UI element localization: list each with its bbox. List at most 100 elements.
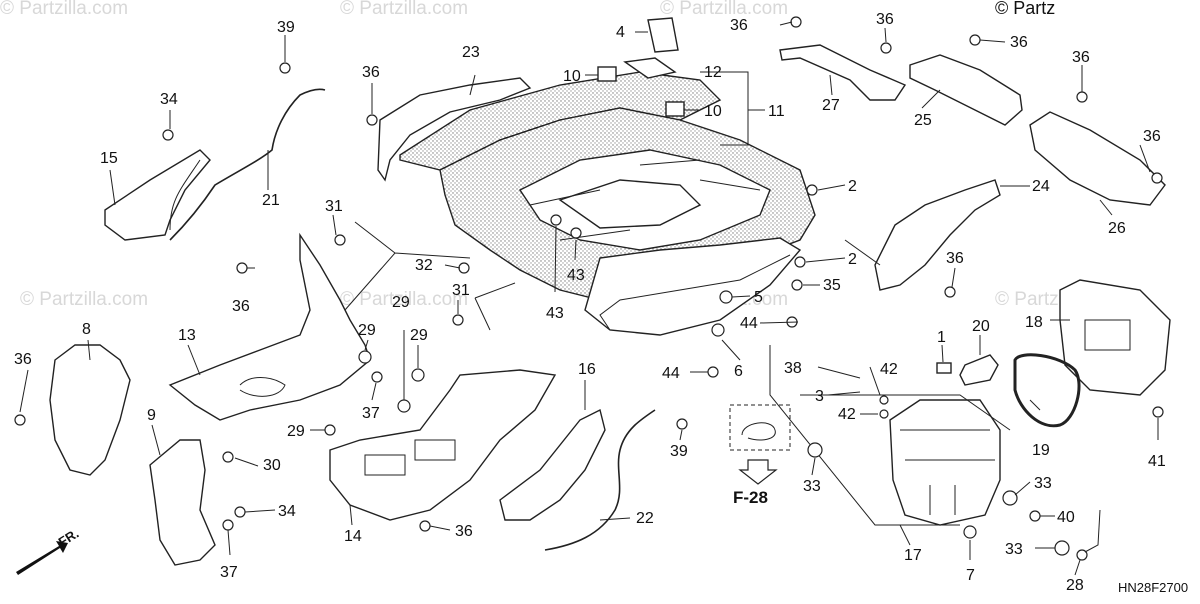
callout-36: 36 bbox=[455, 523, 473, 540]
part-19-illustration bbox=[1013, 353, 1081, 428]
leader-lines bbox=[19, 21, 1159, 576]
callout-36: 36 bbox=[232, 298, 250, 315]
callout-39: 39 bbox=[670, 443, 688, 460]
down-arrow-icon bbox=[738, 459, 778, 485]
callout-34: 34 bbox=[278, 503, 296, 520]
wire-21-illustration bbox=[169, 88, 326, 241]
callout-26: 26 bbox=[1108, 220, 1126, 237]
callout-36: 36 bbox=[1143, 128, 1161, 145]
callout-2: 2 bbox=[848, 251, 857, 268]
callout-10: 10 bbox=[704, 103, 722, 120]
part-18-illustration bbox=[1059, 279, 1171, 396]
part-4-illustration bbox=[647, 17, 679, 53]
callout-31: 31 bbox=[452, 282, 470, 299]
callout-28: 28 bbox=[1066, 577, 1084, 594]
part-13-illustration bbox=[168, 232, 371, 421]
callout-31: 31 bbox=[325, 198, 343, 215]
callout-41: 41 bbox=[1148, 453, 1166, 470]
part-16-illustration bbox=[499, 408, 606, 521]
callout-16: 16 bbox=[578, 361, 596, 378]
callout-40: 40 bbox=[1057, 509, 1075, 526]
callout-29: 29 bbox=[410, 327, 428, 344]
callout-36: 36 bbox=[1072, 49, 1090, 66]
callout-17: 17 bbox=[904, 547, 922, 564]
callout-32: 32 bbox=[415, 257, 433, 274]
callout-33: 33 bbox=[1005, 541, 1023, 558]
callout-36: 36 bbox=[946, 250, 964, 267]
watermark: © Partzilla.com bbox=[20, 289, 148, 310]
callout-36: 36 bbox=[1010, 34, 1028, 51]
callout-36: 36 bbox=[362, 64, 380, 81]
callout-27: 27 bbox=[822, 97, 840, 114]
callout-33: 33 bbox=[803, 478, 821, 495]
group-outline-17 bbox=[769, 345, 960, 526]
part-9-illustration bbox=[149, 439, 216, 566]
callout-18: 18 bbox=[1025, 314, 1043, 331]
callout-19: 19 bbox=[1032, 442, 1050, 459]
callout-29: 29 bbox=[392, 294, 410, 311]
callout-29: 29 bbox=[358, 322, 376, 339]
reference-label: F-28 bbox=[733, 488, 768, 507]
front-arrow-icon bbox=[16, 541, 68, 575]
callout-11: 11 bbox=[768, 103, 785, 120]
clamp-icon bbox=[741, 422, 776, 441]
callout-43: 43 bbox=[567, 267, 585, 284]
callout-6: 6 bbox=[734, 363, 743, 380]
watermark: © Partzilla.com bbox=[0, 0, 128, 19]
callout-38: 38 bbox=[784, 360, 802, 377]
callout-44: 44 bbox=[740, 315, 758, 332]
fasteners bbox=[14, 16, 1164, 561]
callout-24: 24 bbox=[1032, 178, 1050, 195]
callout-37: 37 bbox=[362, 405, 380, 422]
callout-30: 30 bbox=[263, 457, 281, 474]
callout-34: 34 bbox=[160, 91, 178, 108]
part-10-illustration bbox=[597, 66, 617, 82]
callout-35: 35 bbox=[823, 277, 841, 294]
callout-39: 39 bbox=[277, 19, 295, 36]
callout-13: 13 bbox=[178, 327, 196, 344]
callout-12: 12 bbox=[704, 64, 722, 81]
part-1-illustration bbox=[936, 362, 952, 374]
callout-33: 33 bbox=[1034, 475, 1052, 492]
watermark: © Partzilla.com bbox=[340, 0, 468, 19]
reference-box bbox=[729, 404, 791, 451]
callout-5: 5 bbox=[754, 289, 763, 306]
callout-14: 14 bbox=[344, 528, 362, 545]
callout-15: 15 bbox=[100, 150, 118, 167]
callout-8: 8 bbox=[82, 321, 91, 338]
callout-25: 25 bbox=[914, 112, 932, 129]
callout-43: 43 bbox=[546, 305, 564, 322]
callout-36: 36 bbox=[14, 351, 32, 368]
part-27-illustration bbox=[779, 44, 907, 101]
part-24-illustration bbox=[874, 179, 1001, 291]
copyright-notice: © Partz bbox=[995, 0, 1055, 18]
callout-7: 7 bbox=[966, 567, 975, 584]
part-8-illustration bbox=[49, 344, 131, 476]
callout-29: 29 bbox=[287, 423, 305, 440]
part-17-illustration bbox=[889, 399, 1001, 526]
watermark: © Partzilla.com bbox=[340, 289, 468, 310]
callout-9: 9 bbox=[147, 407, 156, 424]
callout-37: 37 bbox=[220, 564, 238, 581]
wire-22-illustration bbox=[544, 409, 656, 551]
part-15-illustration bbox=[104, 149, 211, 241]
callout-23: 23 bbox=[462, 44, 480, 61]
callout-42: 42 bbox=[838, 406, 856, 423]
callout-42: 42 bbox=[880, 361, 898, 378]
callout-44: 44 bbox=[662, 365, 680, 382]
callout-4: 4 bbox=[616, 24, 625, 41]
part-10-illustration bbox=[665, 101, 685, 117]
callout-22: 22 bbox=[636, 510, 654, 527]
part-20-illustration bbox=[959, 354, 999, 386]
part-14-illustration bbox=[329, 369, 557, 521]
watermark: © Partzilla.com bbox=[660, 0, 788, 19]
callout-10: 10 bbox=[563, 68, 581, 85]
callout-21: 21 bbox=[262, 192, 280, 209]
callout-36: 36 bbox=[876, 11, 894, 28]
rear-fender-illustration bbox=[377, 71, 816, 336]
diagram-code: HN28F2700 bbox=[1118, 580, 1188, 595]
callout-20: 20 bbox=[972, 318, 990, 335]
part-26-illustration bbox=[1029, 111, 1166, 206]
callout-3: 3 bbox=[815, 388, 824, 405]
